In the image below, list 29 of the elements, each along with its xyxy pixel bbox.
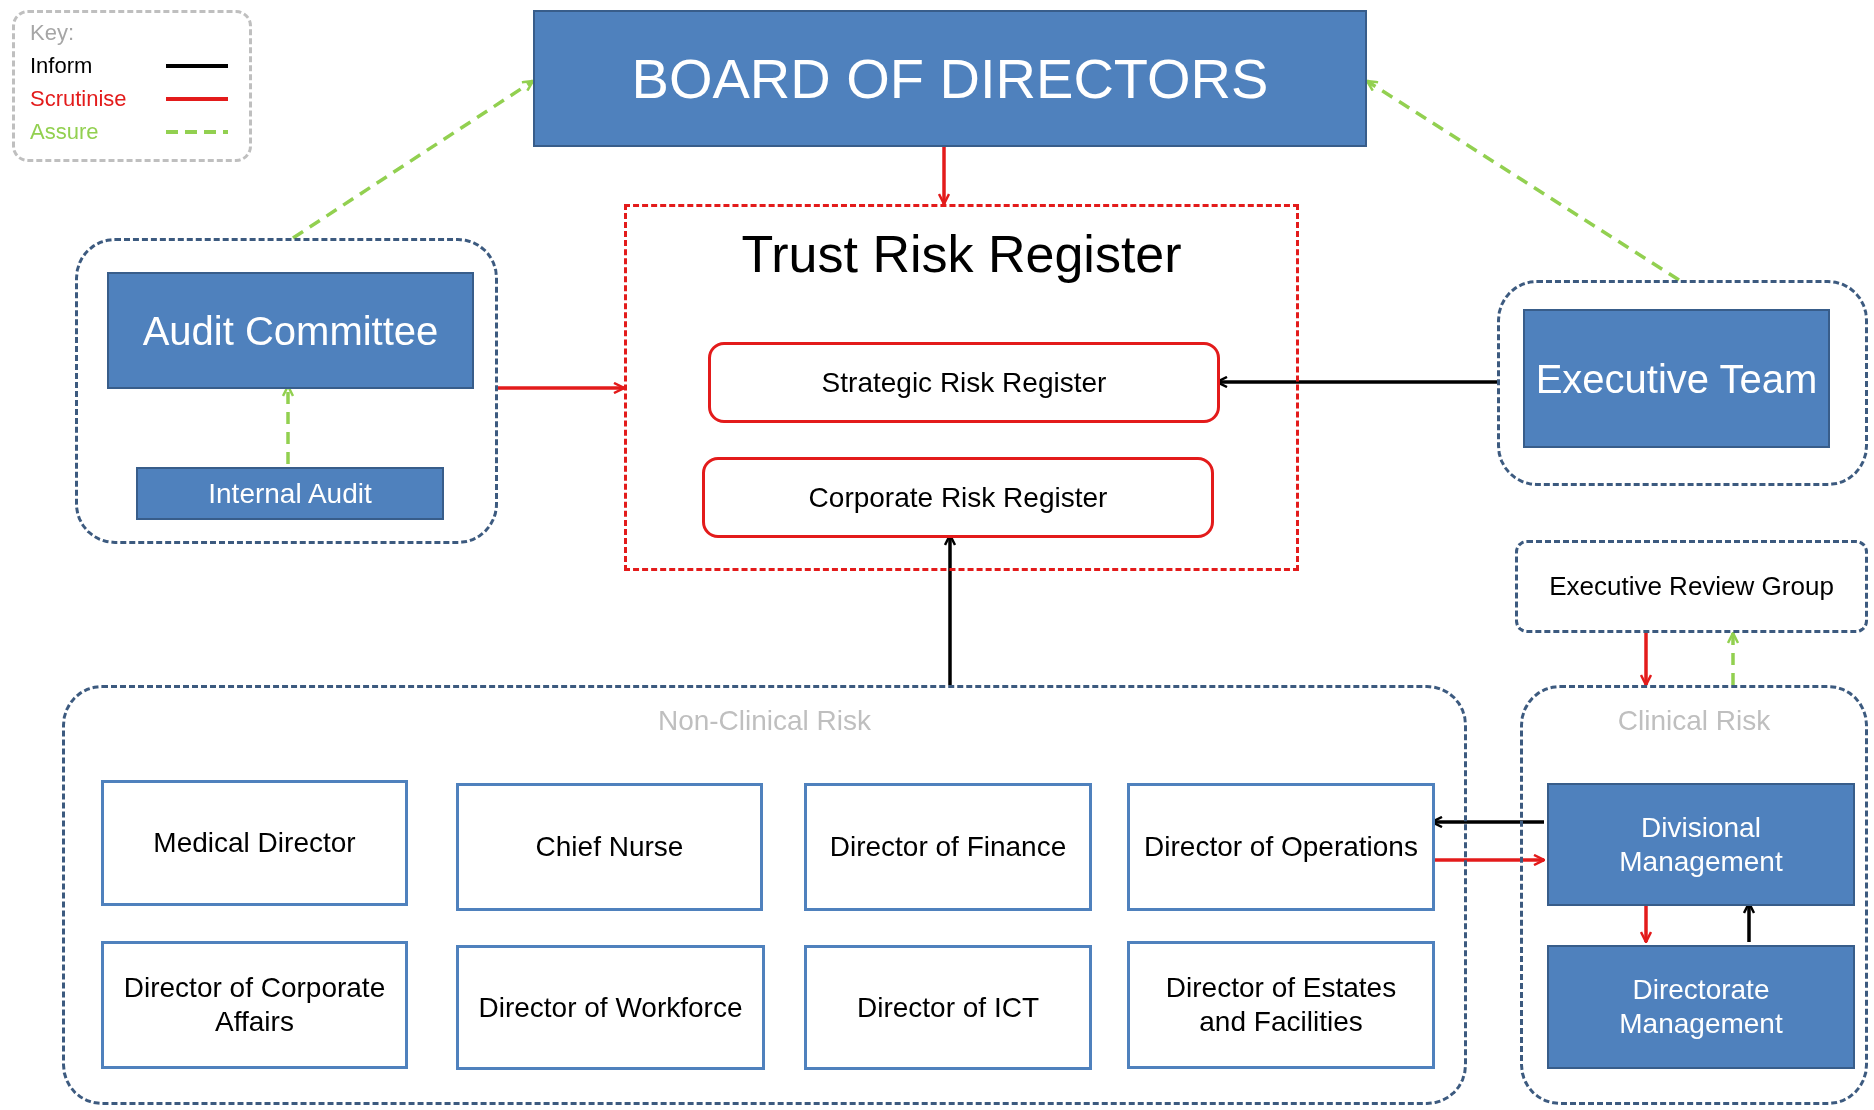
committee-box: Audit Committee (107, 272, 474, 389)
role-box: Medical Director (101, 780, 408, 906)
role-box: Director of Workforce (456, 945, 765, 1070)
legend-label: Scrutinise (30, 85, 128, 113)
group-title: Non-Clinical Risk (657, 704, 872, 738)
legend-title: Key: (30, 20, 76, 47)
arrow (498, 381, 626, 395)
board-box: BOARD OF DIRECTORS (533, 10, 1367, 147)
arrow (1639, 633, 1653, 687)
arrow (937, 147, 951, 206)
role-box: Director of Corporate Affairs (101, 941, 408, 1069)
role-box: Chief Nurse (456, 783, 763, 911)
legend-label: Assure (30, 118, 100, 146)
group-title: Clinical Risk (1617, 704, 1771, 738)
register-box: Corporate Risk Register (702, 457, 1214, 538)
role-box: Director of Estates and Facilities (1127, 941, 1435, 1069)
role-box: Director of ICT (804, 945, 1092, 1070)
role-box: Director of Finance (804, 783, 1092, 911)
arrow (1726, 631, 1740, 685)
process-box: Internal Audit (136, 467, 444, 520)
register-box: Strategic Risk Register (708, 342, 1220, 423)
committee-box: Executive Team (1523, 309, 1830, 448)
legend-label: Inform (30, 52, 94, 80)
management-box: Divisional Management (1547, 783, 1855, 906)
arrow (292, 79, 535, 240)
register-title: Trust Risk Register (741, 224, 1182, 285)
role-box: Director of Operations (1127, 783, 1435, 911)
management-box: Directorate Management (1547, 945, 1855, 1069)
group-box: Executive Review Group (1515, 540, 1868, 633)
